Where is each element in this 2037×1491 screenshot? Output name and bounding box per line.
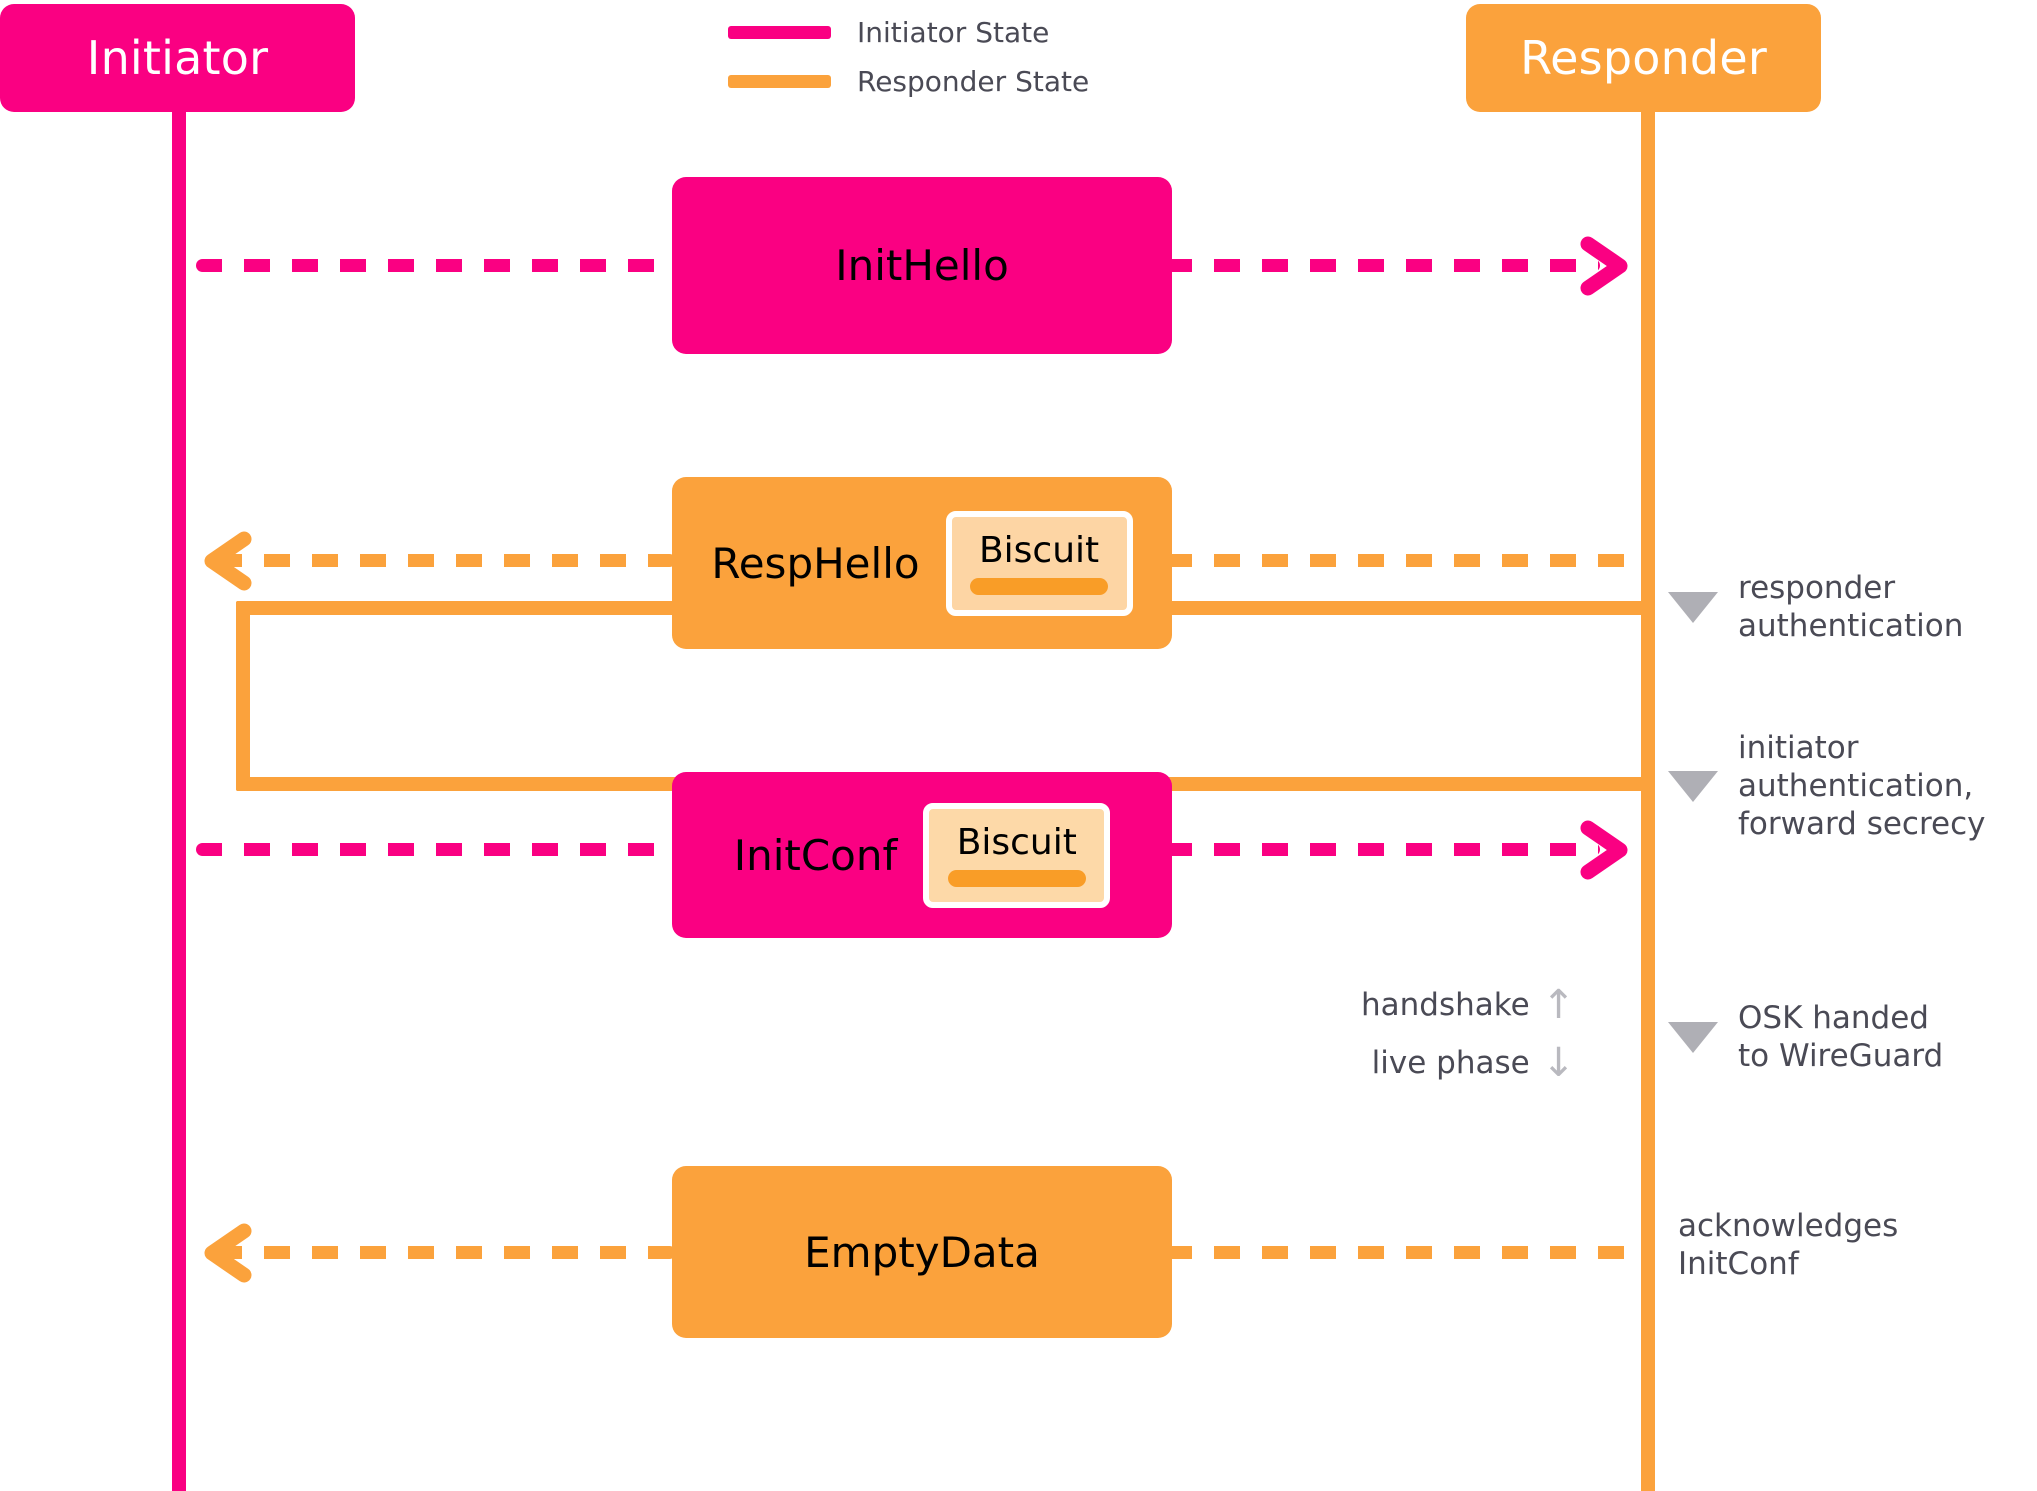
arrowhead-initconf-right <box>1580 820 1628 880</box>
phase-labels-group: handshake ↑ live phase ↓ <box>1361 982 1576 1086</box>
arrow-down-icon: ↓ <box>1541 1040 1576 1086</box>
annotation-text-initiator-auth: initiator authentication, forward secrec… <box>1738 730 1986 842</box>
phase-label-handshake: handshake <box>1361 987 1530 1023</box>
legend-swatch-responder <box>728 75 831 88</box>
legend-item-responder-state: Responder State <box>728 57 1089 106</box>
arrowhead-inithello-right <box>1580 236 1628 296</box>
triangle-down-icon <box>1668 592 1718 624</box>
annotation-initiator-auth: initiator authentication, forward secrec… <box>1668 730 1986 843</box>
biscuit-bar-icon <box>970 578 1109 595</box>
message-box-initconf[interactable]: InitConf Biscuit <box>672 772 1172 938</box>
actor-header-responder: Responder <box>1466 4 1821 112</box>
biscuit-label-initconf: Biscuit <box>956 822 1077 863</box>
arrow-emptydata-line-right <box>1166 1246 1646 1259</box>
state-route-loop-bottom <box>236 777 686 791</box>
lifeline-initiator <box>172 60 186 1491</box>
annotation-responder-auth: responder authentication <box>1668 570 1963 646</box>
actor-label-initiator: Initiator <box>86 31 269 85</box>
state-route-initconf-riser <box>1641 777 1655 1491</box>
message-label-inithello: InitHello <box>835 241 1009 290</box>
arrow-up-icon: ↑ <box>1541 982 1576 1028</box>
annotation-text-responder-auth: responder authentication <box>1738 570 1964 644</box>
annotation-text-acknowledges: acknowledges InitConf <box>1678 1208 1899 1282</box>
phase-row-handshake: handshake ↑ <box>1361 982 1576 1028</box>
annotation-text-osk-handed: OSK handed to WireGuard <box>1738 1000 1944 1074</box>
arrow-resphello-line-right <box>1166 554 1646 567</box>
message-box-inithello[interactable]: InitHello <box>672 177 1172 354</box>
legend-swatch-initiator <box>728 26 831 39</box>
arrow-initconf-line-left <box>196 843 676 856</box>
state-route-resphello-right-riser <box>1641 110 1655 615</box>
actor-header-initiator: Initiator <box>0 4 355 112</box>
arrow-emptydata-line-left <box>216 1246 676 1259</box>
arrow-initconf-line-right <box>1166 843 1600 856</box>
triangle-down-icon <box>1668 771 1718 803</box>
actor-label-responder: Responder <box>1520 31 1767 85</box>
arrowhead-resphello-left <box>204 531 252 591</box>
legend: Initiator State Responder State <box>728 8 1089 106</box>
message-label-initconf: InitConf <box>733 830 898 880</box>
message-box-emptydata[interactable]: EmptyData <box>672 1166 1172 1338</box>
annotation-acknowledges: acknowledges InitConf <box>1678 1208 1898 1284</box>
biscuit-badge-resphello: Biscuit <box>945 510 1133 616</box>
triangle-down-icon <box>1668 1022 1718 1054</box>
legend-label-responder: Responder State <box>857 65 1090 98</box>
biscuit-label-resphello: Biscuit <box>978 530 1100 571</box>
biscuit-bar-icon <box>947 870 1086 887</box>
message-label-resphello: RespHello <box>711 538 920 588</box>
message-box-resphello[interactable]: RespHello Biscuit <box>672 477 1172 649</box>
state-route-loop-top <box>236 601 686 615</box>
biscuit-badge-initconf: Biscuit <box>923 802 1111 908</box>
message-label-emptydata: EmptyData <box>804 1227 1040 1277</box>
state-route-initconf-right <box>1166 777 1655 791</box>
phase-row-live: live phase ↓ <box>1371 1040 1576 1086</box>
phase-label-live-phase: live phase <box>1371 1045 1530 1081</box>
state-route-resphello-right <box>1166 601 1655 615</box>
legend-item-initiator-state: Initiator State <box>728 8 1089 57</box>
arrowhead-emptydata-left <box>204 1223 252 1283</box>
arrow-inithello-line-left <box>196 259 676 272</box>
arrow-resphello-line-left <box>216 554 676 567</box>
arrow-inithello-line-right <box>1166 259 1600 272</box>
annotation-osk-handed: OSK handed to WireGuard <box>1668 1000 1943 1076</box>
legend-label-initiator: Initiator State <box>857 16 1050 49</box>
state-route-loop-left <box>236 601 250 791</box>
